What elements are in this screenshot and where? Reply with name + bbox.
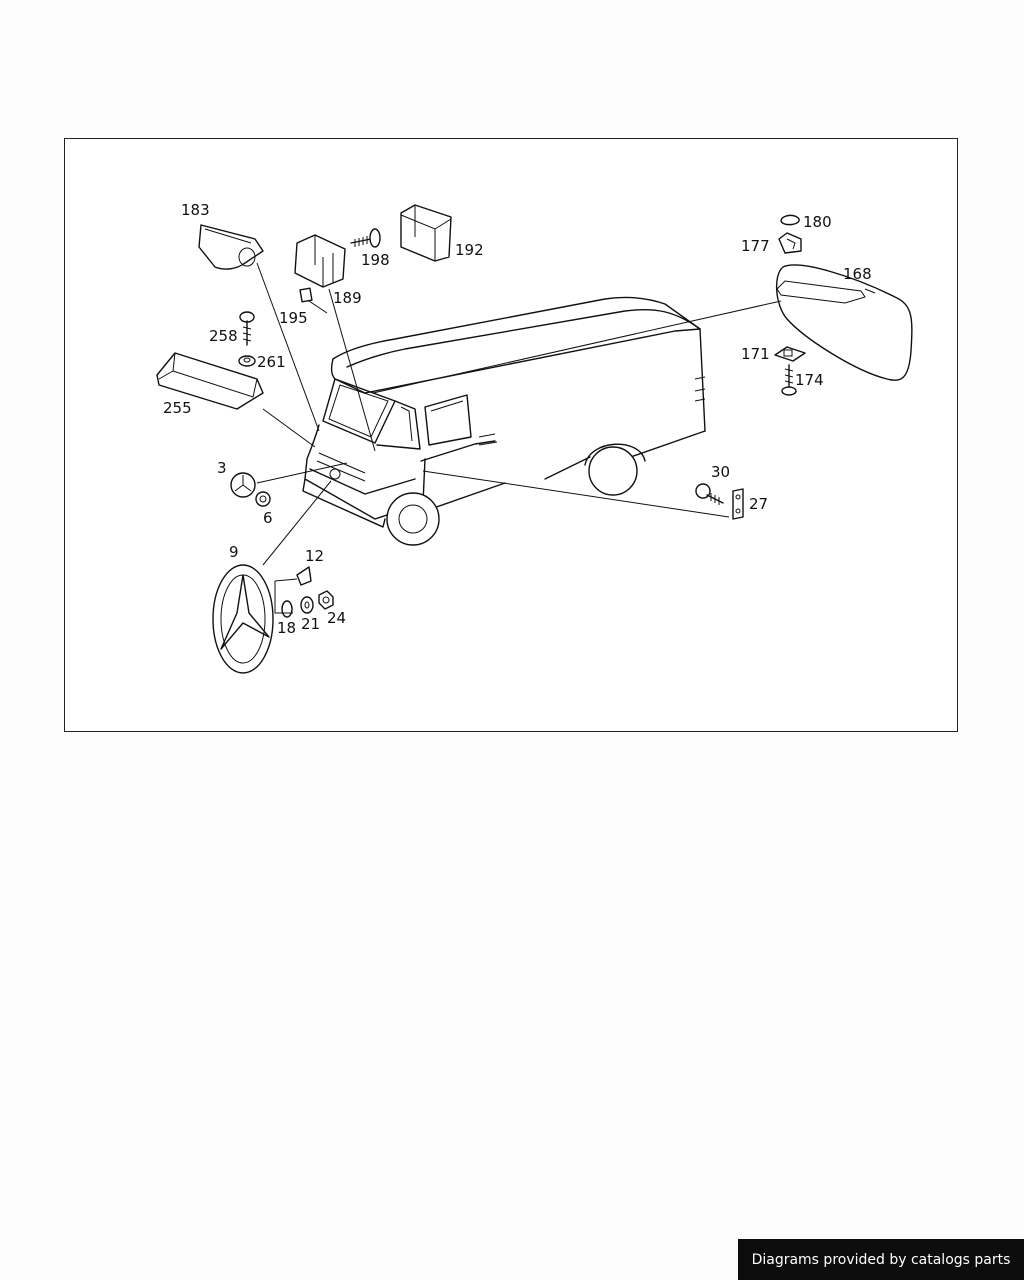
callout-168: 168 xyxy=(843,265,872,283)
part-24-nut xyxy=(318,590,334,610)
part-174-screw xyxy=(781,364,797,396)
callout-180: 180 xyxy=(803,213,832,231)
part-6-nut xyxy=(255,491,271,507)
callout-192: 192 xyxy=(455,241,484,259)
callout-21: 21 xyxy=(301,615,320,633)
callout-18: 18 xyxy=(277,619,296,637)
callout-255: 255 xyxy=(163,399,192,417)
callout-174: 174 xyxy=(795,371,824,389)
exploded-parts-diagram: 183 189 195 198 192 180 177 168 171 174 … xyxy=(156,201,913,674)
leader-lines xyxy=(256,262,782,614)
callout-171: 171 xyxy=(741,345,770,363)
callout-labels: 183 189 195 198 192 180 177 168 171 174 … xyxy=(163,201,872,637)
callout-177: 177 xyxy=(741,237,770,255)
part-21-washer xyxy=(300,596,314,614)
part-177-clip xyxy=(778,232,802,254)
part-183-lamp-housing xyxy=(198,224,264,270)
part-3-emblem-ring xyxy=(230,472,256,498)
callout-27: 27 xyxy=(749,495,768,513)
callout-12: 12 xyxy=(305,547,324,565)
callout-3: 3 xyxy=(217,459,227,477)
part-189-switch-block xyxy=(294,234,346,288)
callout-183: 183 xyxy=(181,201,210,219)
part-180-cap xyxy=(780,214,800,226)
part-168-mirror xyxy=(776,264,913,381)
callout-24: 24 xyxy=(327,609,346,627)
part-258-screw xyxy=(239,311,255,346)
callout-195: 195 xyxy=(279,309,308,327)
part-9-star-emblem xyxy=(212,564,274,674)
part-30-screw xyxy=(695,483,724,505)
van-illustration xyxy=(302,296,706,546)
callout-6: 6 xyxy=(263,509,273,527)
callout-189: 189 xyxy=(333,289,362,307)
callout-9: 9 xyxy=(229,543,239,561)
part-192-box xyxy=(400,204,452,262)
callout-258: 258 xyxy=(209,327,238,345)
part-12-clip xyxy=(296,566,312,586)
part-195-clip xyxy=(299,287,313,303)
part-27-plate xyxy=(732,488,744,520)
part-198-screw xyxy=(350,228,381,248)
part-18-washer xyxy=(281,600,293,618)
callout-261: 261 xyxy=(257,353,286,371)
diagram-credit-badge: Diagrams provided by catalogs parts xyxy=(738,1239,1024,1280)
part-255-lamp-lens xyxy=(156,352,264,410)
part-261-washer xyxy=(238,355,256,367)
callout-30: 30 xyxy=(711,463,730,481)
callout-198: 198 xyxy=(361,251,390,269)
part-171-bracket xyxy=(774,346,806,362)
parts-diagram-frame: 183 189 195 198 192 180 177 168 171 174 … xyxy=(64,138,958,732)
